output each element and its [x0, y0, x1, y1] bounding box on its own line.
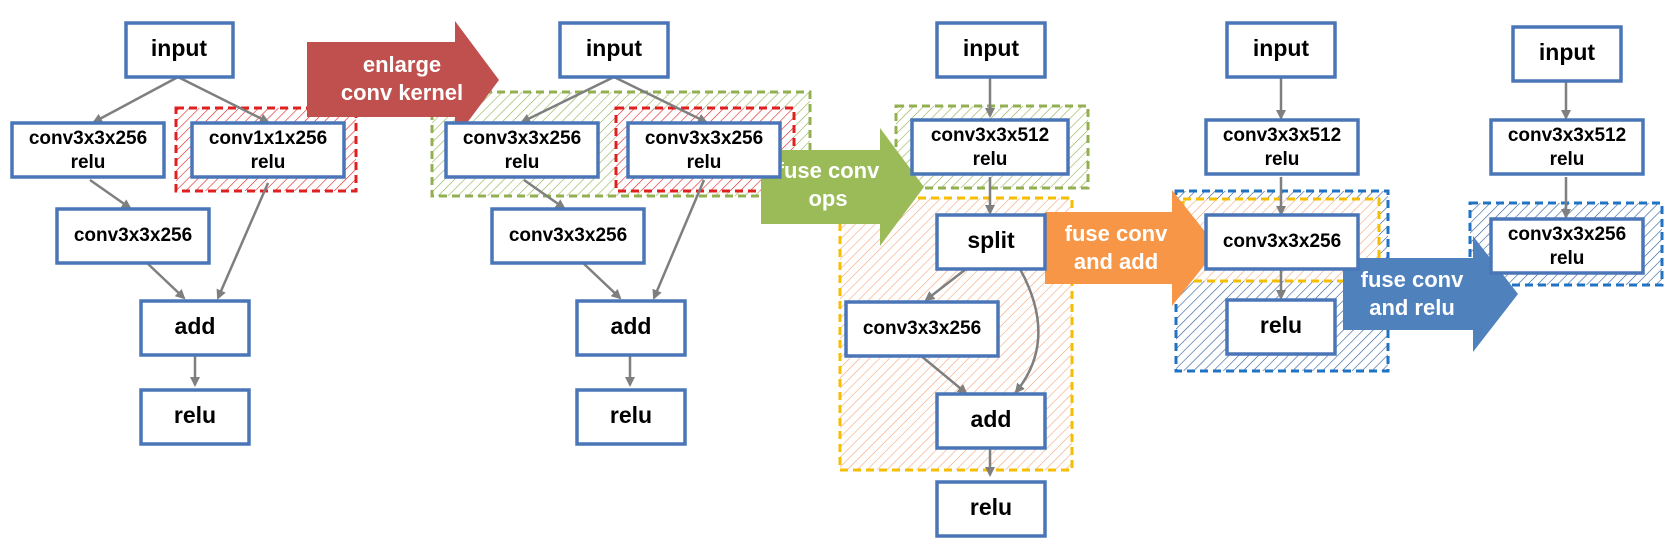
- svg-text:input: input: [1253, 35, 1310, 61]
- node-conv1x1-relu: conv1x1x256 relu: [190, 121, 346, 179]
- graph-5: input conv3x3x512 relu conv3x3x256 relu: [1489, 25, 1645, 275]
- svg-text:conv3x3x512: conv3x3x512: [1508, 125, 1626, 146]
- transform-label-line-1: enlarge: [363, 52, 441, 77]
- svg-text:relu: relu: [174, 402, 216, 428]
- edges: [89, 75, 1571, 477]
- svg-text:conv3x3x256: conv3x3x256: [1508, 224, 1626, 245]
- transform-label-line-1: fuse conv: [1361, 267, 1464, 292]
- svg-text:conv3x3x256: conv3x3x256: [29, 128, 147, 149]
- svg-text:relu: relu: [1550, 248, 1585, 269]
- node-add: add: [575, 299, 687, 357]
- node-conv3x3-relu-left: conv3x3x256 relu: [444, 121, 600, 179]
- graph-2: input conv3x3x256 relu conv3x3x256 relu …: [444, 21, 782, 446]
- svg-text:conv3x3x256: conv3x3x256: [863, 318, 981, 339]
- node-conv3x3-relu-right: conv3x3x256 relu: [626, 121, 782, 179]
- node-relu: relu: [1225, 298, 1337, 356]
- node-conv3x3: conv3x3x256: [55, 207, 211, 265]
- svg-text:add: add: [611, 313, 652, 339]
- node-relu: relu: [935, 480, 1047, 538]
- node-conv3x3-add: conv3x3x256: [1204, 213, 1360, 271]
- svg-text:relu: relu: [1260, 312, 1302, 338]
- transform-label-line-2: ops: [808, 186, 847, 211]
- svg-text:relu: relu: [71, 152, 106, 173]
- node-input: input: [124, 21, 235, 79]
- svg-text:input: input: [1539, 39, 1596, 65]
- node-add: add: [935, 392, 1047, 450]
- svg-text:add: add: [175, 313, 216, 339]
- transform-fuse-conv-and-add: fuse conv and add: [1045, 190, 1218, 306]
- svg-text:split: split: [967, 227, 1015, 253]
- node-input: input: [1225, 21, 1337, 79]
- transform-fuse-conv-and-relu: fuse conv and relu: [1343, 236, 1518, 352]
- transform-label-line-1: fuse conv: [777, 158, 880, 183]
- node-conv3x3x512-relu: conv3x3x512 relu: [1489, 118, 1645, 176]
- transform-label-line-2: conv kernel: [341, 80, 463, 105]
- svg-text:relu: relu: [1265, 149, 1300, 170]
- svg-text:conv1x1x256: conv1x1x256: [209, 128, 327, 149]
- transform-enlarge-conv-kernel: enlarge conv kernel: [307, 21, 499, 139]
- node-add: add: [139, 299, 251, 357]
- svg-text:relu: relu: [973, 149, 1008, 170]
- node-conv3x3: conv3x3x256: [490, 207, 646, 265]
- node-input: input: [1511, 25, 1623, 83]
- node-conv3x3x512-relu: conv3x3x512 relu: [910, 118, 1070, 176]
- svg-text:conv3x3x256: conv3x3x256: [463, 128, 581, 149]
- svg-text:conv3x3x256: conv3x3x256: [74, 225, 192, 246]
- svg-text:relu: relu: [687, 152, 722, 173]
- transform-fuse-conv-ops: fuse conv ops: [761, 128, 924, 246]
- svg-text:relu: relu: [970, 494, 1012, 520]
- transform-label-line-1: fuse conv: [1065, 221, 1168, 246]
- svg-text:input: input: [586, 35, 643, 61]
- svg-text:conv3x3x512: conv3x3x512: [1223, 125, 1341, 146]
- transform-label-line-2: and relu: [1369, 295, 1455, 320]
- svg-text:conv3x3x256: conv3x3x256: [1223, 231, 1341, 252]
- svg-text:relu: relu: [251, 152, 286, 173]
- svg-text:relu: relu: [610, 402, 652, 428]
- svg-text:add: add: [971, 406, 1012, 432]
- svg-text:input: input: [963, 35, 1020, 61]
- node-input: input: [558, 21, 670, 79]
- transform-label-line-2: and add: [1074, 249, 1158, 274]
- node-conv3x3: conv3x3x256: [844, 300, 1000, 358]
- svg-text:relu: relu: [505, 152, 540, 173]
- node-input: input: [935, 21, 1047, 79]
- graph-3: input conv3x3x512 relu split conv3x3x256…: [844, 21, 1070, 538]
- node-split: split: [935, 213, 1047, 271]
- node-conv3x3-relu-fused: conv3x3x256 relu: [1489, 217, 1645, 275]
- svg-text:conv3x3x256: conv3x3x256: [509, 225, 627, 246]
- svg-text:conv3x3x256: conv3x3x256: [645, 128, 763, 149]
- svg-text:relu: relu: [1550, 149, 1585, 170]
- graph-4: input conv3x3x512 relu conv3x3x256 relu: [1204, 21, 1360, 356]
- node-relu: relu: [575, 388, 687, 446]
- svg-text:input: input: [151, 35, 208, 61]
- svg-text:conv3x3x512: conv3x3x512: [931, 125, 1049, 146]
- node-conv3x3-relu: conv3x3x256 relu: [10, 121, 166, 179]
- graph-1: input conv3x3x256 relu conv1x1x256 relu …: [10, 21, 346, 446]
- node-relu: relu: [139, 388, 251, 446]
- node-conv3x3x512-relu: conv3x3x512 relu: [1204, 118, 1360, 176]
